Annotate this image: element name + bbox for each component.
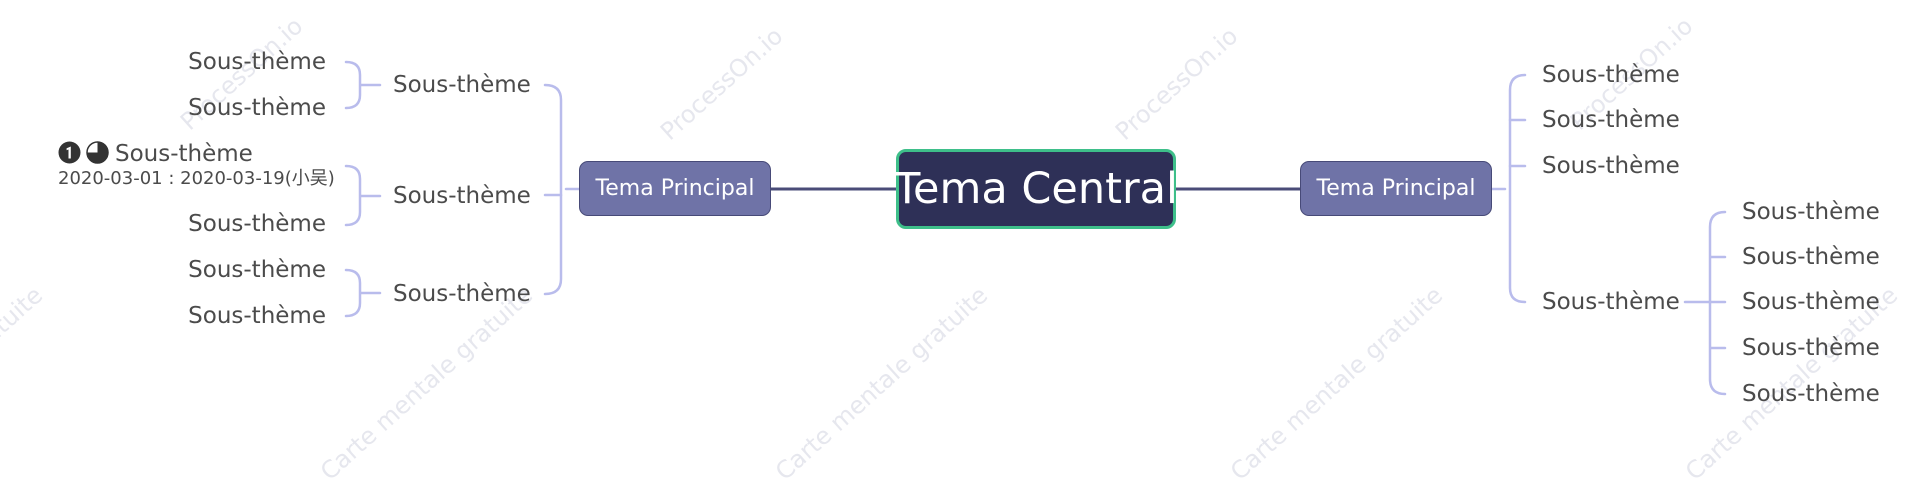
right-subtopic-4[interactable]: Sous-thème: [1542, 289, 1680, 315]
mind-map-canvas: ProcessOn.io ProcessOn.io ProcessOn.io P…: [0, 12, 1903, 486]
central-topic[interactable]: Tema Central: [894, 149, 1178, 229]
topic-date-range: 2020-03-01 : 2020-03-19(小吴): [58, 168, 335, 189]
left-subtopic-2-child-1[interactable]: Sous-thème 2020-03-01 : 2020-03-19(小吴): [58, 140, 335, 190]
right-subtopic-3[interactable]: Sous-thème: [1542, 153, 1680, 179]
right-subtopic-4-child-5[interactable]: Sous-thème: [1742, 381, 1880, 407]
left-sub1-bracket: [344, 60, 382, 110]
sub-branch-lines: [344, 60, 1727, 396]
left-subtopic-2-child-2[interactable]: Sous-thème: [188, 211, 326, 237]
right-subtopic-4-child-3[interactable]: Sous-thème: [1742, 289, 1880, 315]
right-subtopic-4-child-2[interactable]: Sous-thème: [1742, 244, 1880, 270]
left-sub2-bracket: [344, 164, 382, 227]
right-main-bracket: [1490, 73, 1527, 304]
right-sub-stubs: [1508, 118, 1527, 168]
left-subtopic-1[interactable]: Sous-thème: [393, 72, 531, 98]
right-subtopic-4-child-1[interactable]: Sous-thème: [1742, 199, 1880, 225]
left-subtopic-2[interactable]: Sous-thème: [393, 183, 531, 209]
right-subtopic-1[interactable]: Sous-thème: [1542, 62, 1680, 88]
subtopic-label: Sous-thème: [115, 141, 253, 167]
priority-1-icon: [58, 141, 81, 164]
left-main-topic[interactable]: Tema Principal: [579, 161, 771, 216]
right-main-topic[interactable]: Tema Principal: [1300, 161, 1492, 216]
left-subtopic-1-child-2[interactable]: Sous-thème: [188, 95, 326, 121]
branch-connectors: [344, 60, 1727, 396]
left-subtopic-3-child-1[interactable]: Sous-thème: [188, 257, 326, 283]
left-subtopic-1-child-1[interactable]: Sous-thème: [188, 49, 326, 75]
right-subtopic-4-child-4[interactable]: Sous-thème: [1742, 335, 1880, 361]
left-subtopic-3-child-2[interactable]: Sous-thème: [188, 303, 326, 329]
topic-markers: [58, 141, 109, 164]
left-subtopic-3[interactable]: Sous-thème: [393, 281, 531, 307]
right-sub4-bracket: [1683, 210, 1727, 396]
progress-75-icon: [86, 141, 109, 164]
left-main-bracket: [543, 83, 581, 296]
right-subtopic-2[interactable]: Sous-thème: [1542, 107, 1680, 133]
left-sub3-bracket: [344, 268, 382, 318]
